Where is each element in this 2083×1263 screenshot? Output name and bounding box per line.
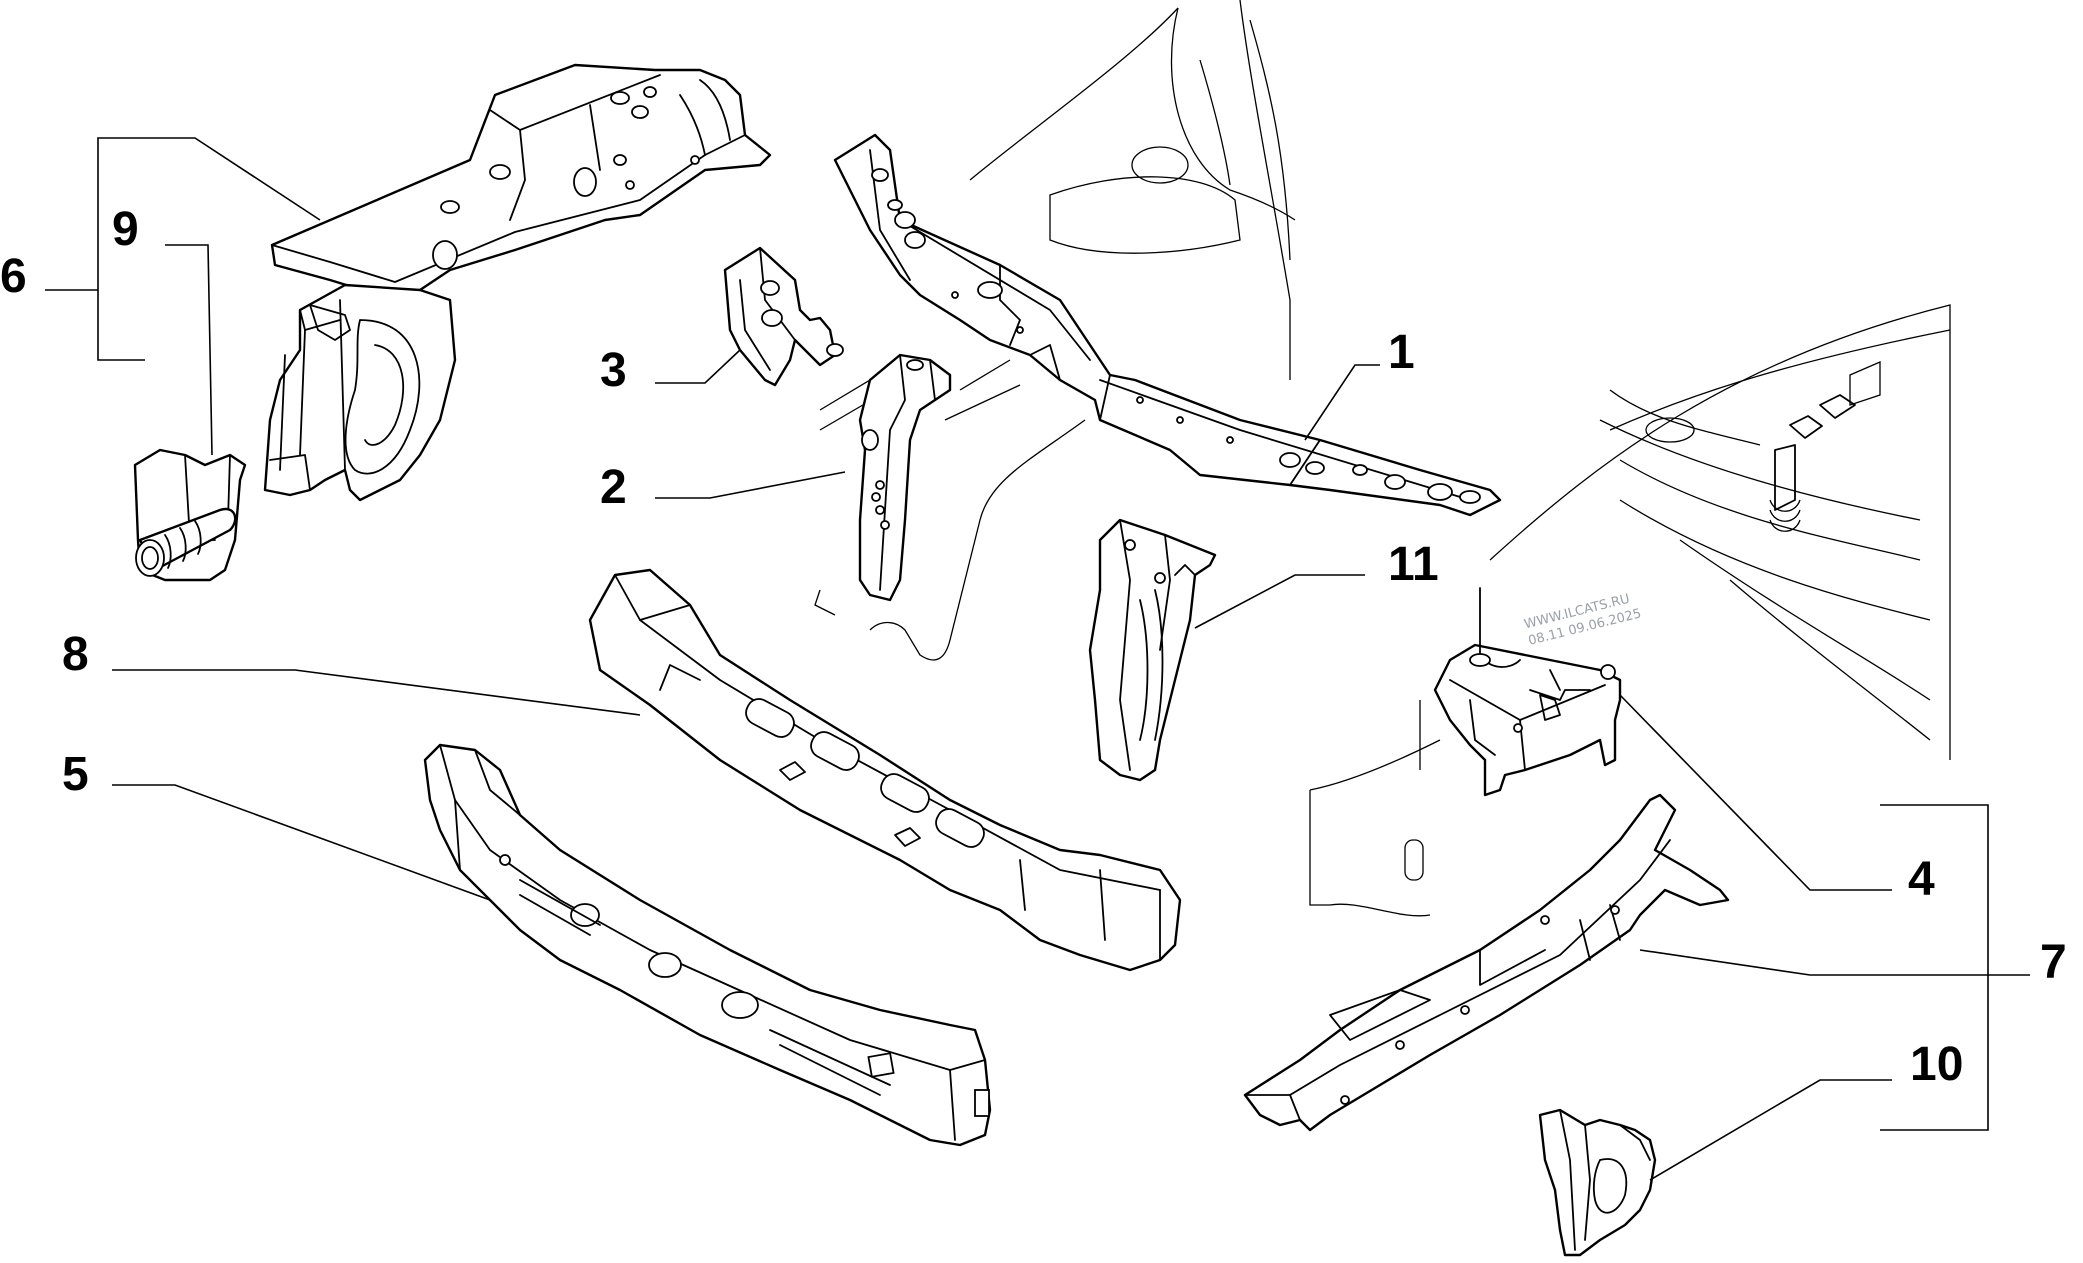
watermark: WWW.ILCATS.RU 08.11 09.06.2025: [1523, 592, 1643, 649]
part-2-vertical-support: [858, 353, 952, 602]
callout-4: 4: [1908, 853, 1935, 906]
callout-1: 1: [1388, 326, 1415, 379]
leader-lines: [45, 137, 2030, 1181]
callout-8: 8: [62, 628, 89, 681]
leader-11: [1194, 574, 1365, 629]
part-10-bracket: [1538, 1108, 1657, 1257]
body-context-upper-right: [969, 0, 1296, 380]
callout-3: 3: [600, 344, 627, 397]
part-7-lower-rail: [1243, 793, 1730, 1132]
part-9-tow-bracket: [133, 448, 247, 582]
callout-7: 7: [2040, 936, 2067, 989]
leader-8: [112, 669, 641, 716]
leader-2: [655, 471, 846, 499]
callout-10: 10: [1910, 1038, 1963, 1091]
leader-10: [1649, 1079, 1892, 1181]
callout-9: 9: [112, 203, 139, 256]
bracket-6: [97, 137, 321, 361]
bracket-7: [1880, 804, 1989, 1131]
body-context-lower-right: [1309, 700, 1441, 917]
leader-5: [112, 784, 491, 901]
callout-5: 5: [62, 748, 89, 801]
leader-4: [1619, 694, 1892, 891]
part-5-bumper-beam: [423, 743, 992, 1147]
part-1-upper-crossmember: [833, 133, 1502, 517]
part-4-mount-bracket: [1433, 587, 1622, 797]
part-3-bracket: [723, 246, 844, 387]
body-context-center: [814, 359, 1086, 661]
part-8-lower-crossmember: [588, 568, 1182, 972]
callout-6: 6: [0, 250, 27, 303]
leader-3: [655, 349, 741, 384]
callout-11: 11: [1388, 538, 1439, 591]
leader-9: [165, 244, 213, 456]
part-6-front-rail: [263, 63, 772, 502]
body-context-right-fender: [1489, 304, 1951, 760]
part-11-bracket: [1088, 518, 1217, 782]
leader-7-to-part: [1639, 949, 1988, 976]
leader-1: [1304, 364, 1380, 441]
callouts: 1 2 3 4 5 6 7 8 9 10 11: [0, 203, 2067, 1091]
callout-2: 2: [600, 461, 627, 514]
